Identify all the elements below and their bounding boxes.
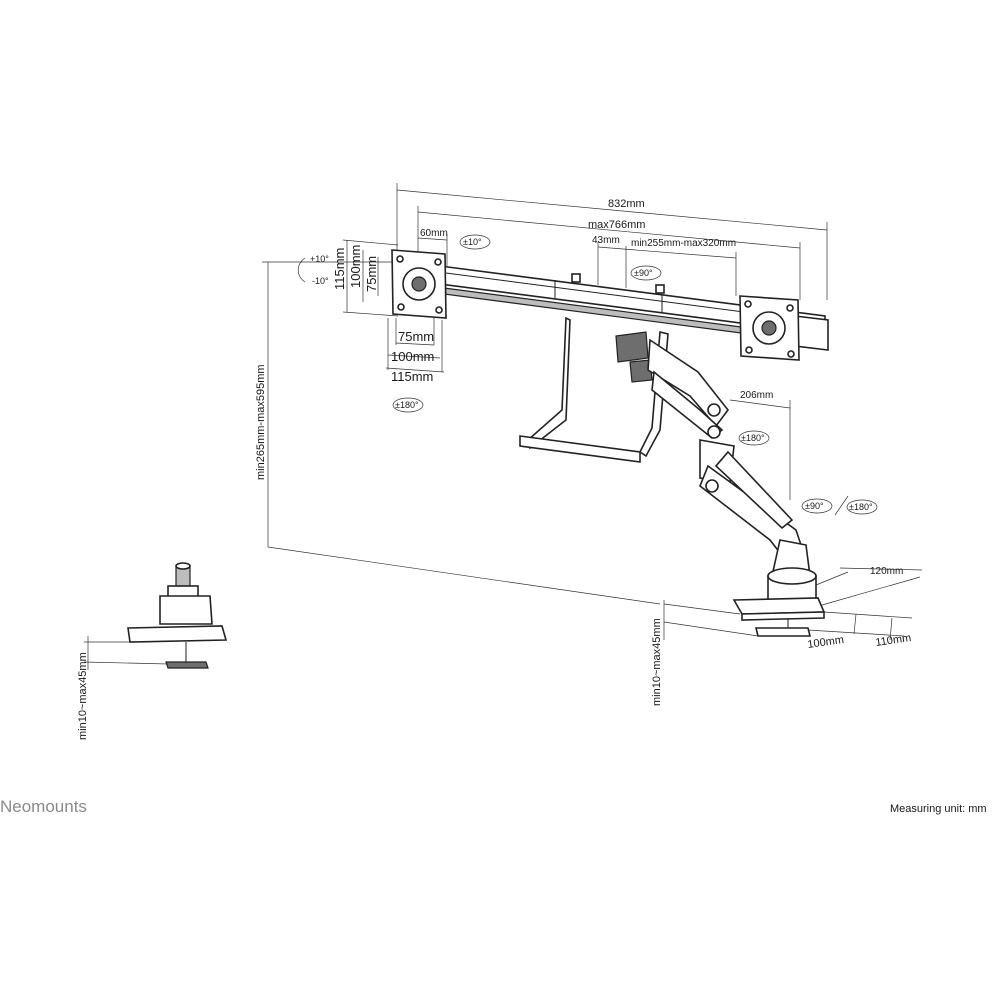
- swivel-180-arm-badge: ±180°: [738, 430, 770, 446]
- max-width-label: max766mm: [588, 219, 645, 231]
- dimension-max-width: max766mm: [417, 206, 801, 300]
- dimension-base-depth: 100mm 110mm: [807, 611, 913, 651]
- svg-text:-10°: -10°: [312, 276, 329, 286]
- dimension-desk-main: min10~max45mm: [651, 600, 759, 706]
- arm-reach-label: 206mm: [740, 390, 773, 401]
- monitor-arm: [615, 331, 811, 577]
- clamp-detail: min10~max45mm: [77, 562, 228, 740]
- svg-text:±10°: ±10°: [463, 237, 482, 247]
- left-vesa-plate: [391, 249, 447, 319]
- bar-range-label: min255mm-max320mm: [631, 238, 736, 249]
- total-width-label: 832mm: [608, 198, 645, 210]
- vesa-dimensions: 115mm 100mm 75mm 75mm 100mm 115mm: [332, 239, 445, 384]
- svg-text:±180°: ±180°: [741, 433, 765, 443]
- vesa-h-75-label: 75mm: [364, 256, 379, 292]
- height-range-label: min265mm-max595mm: [255, 364, 267, 480]
- dimension-bar-range: 43mm min255mm-max320mm: [592, 235, 737, 296]
- dimension-height-range: min265mm-max595mm: [255, 261, 661, 605]
- vesa-w-100-label: 100mm: [391, 349, 434, 364]
- vesa-w-115-label: 115mm: [391, 369, 433, 384]
- right-vesa-plate: [739, 295, 800, 361]
- swivel-90-badge: ±90°: [801, 498, 833, 514]
- base-width-label: 120mm: [870, 566, 903, 577]
- base-depth-100-label: 100mm: [807, 634, 845, 651]
- swivel-180-base-badge: ±180°: [846, 499, 878, 515]
- svg-text:±90°: ±90°: [805, 501, 824, 511]
- offset-43-label: 43mm: [592, 235, 620, 246]
- tilt-10-badge: ±10°: [459, 234, 491, 250]
- dimension-base-width: 120mm: [815, 566, 923, 606]
- brand-logo: Neomounts: [0, 797, 87, 816]
- main-base: [732, 567, 826, 637]
- cross-bar: [439, 265, 829, 351]
- svg-text:±180°: ±180°: [395, 400, 419, 410]
- offset-60-label: 60mm: [420, 228, 448, 239]
- svg-text:±180°: ±180°: [849, 502, 873, 512]
- dimension-arm-reach: 206mm: [729, 390, 791, 500]
- desk-range-clamp-label: min10~max45mm: [77, 652, 89, 740]
- svg-text:±90°: ±90°: [634, 268, 653, 278]
- rotate-90-badge: ±90°: [630, 265, 662, 281]
- desk-range-main-label: min10~max45mm: [651, 618, 663, 706]
- measuring-unit: Measuring unit: mm: [890, 803, 987, 815]
- swivel-180-left-badge: ±180°: [392, 397, 424, 413]
- base-depth-110-label: 110mm: [875, 632, 912, 649]
- tilt-arc-icon: +10° -10°: [297, 254, 329, 286]
- svg-text:+10°: +10°: [310, 254, 329, 264]
- vesa-h-115-label: 115mm: [332, 248, 347, 290]
- dimension-total-width: 832mm: [396, 183, 828, 300]
- vesa-h-100-label: 100mm: [348, 245, 363, 288]
- vesa-w-75-label: 75mm: [398, 329, 434, 344]
- dimension-offset-60: 60mm: [417, 228, 448, 266]
